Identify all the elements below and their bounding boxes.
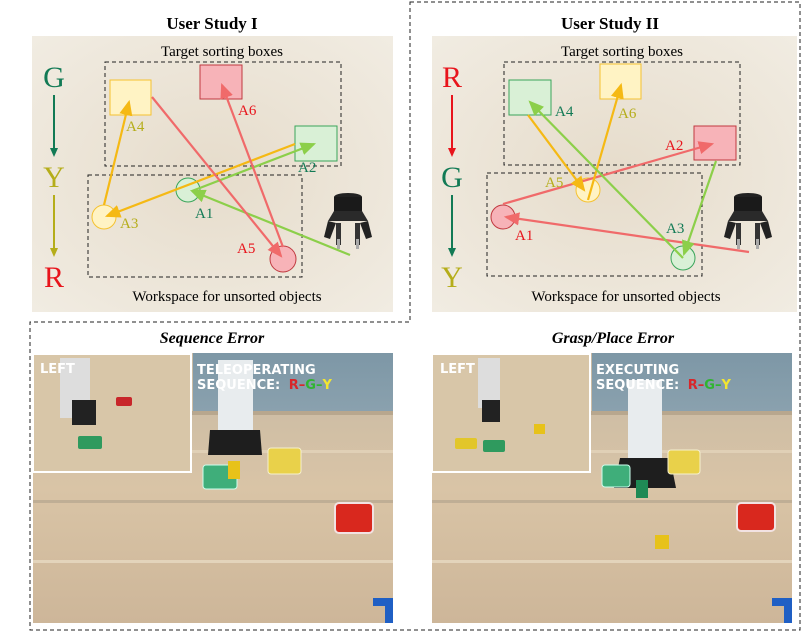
left-camera-inset (431, 353, 591, 473)
yellow-box (109, 79, 152, 116)
study2-bottom-label: Workspace for unsorted objects (531, 289, 720, 305)
left-camera-inset (32, 353, 192, 473)
green-bowl (601, 464, 631, 488)
study1-top-label: Target sorting boxes (161, 44, 283, 60)
study1-title: User Study I (166, 14, 258, 33)
green-box (508, 79, 552, 116)
label-a1: A1 (515, 228, 533, 244)
label-a5: A5 (237, 241, 255, 257)
seq-letter-y: Y (43, 161, 65, 194)
mode-text: TELEOPERATING (197, 363, 316, 378)
label-a4: A4 (126, 119, 145, 135)
robot-arm (628, 380, 662, 460)
inset-label: LEFT (440, 362, 475, 377)
sequence-text: SEQUENCE: R–G–Y (596, 378, 731, 393)
grasp-place-error-panel: Grasp/Place Error LEFT EXECUTING SEQUENC… (431, 330, 792, 623)
inset-label: LEFT (40, 362, 75, 377)
yellow-bowl (667, 449, 701, 475)
sequence-error-panel: Sequence Error LEFT TELEOPERATING SEQUEN… (32, 330, 393, 623)
study2-title: User Study II (561, 14, 659, 33)
red-object (269, 245, 297, 273)
label-a6: A6 (618, 106, 637, 122)
error2-title: Grasp/Place Error (552, 330, 675, 347)
study1-bottom-label: Workspace for unsorted objects (132, 289, 321, 305)
label-a1: A1 (195, 206, 213, 222)
yellow-bowl (267, 447, 302, 475)
sequence-text: SEQUENCE: R–G–Y (197, 378, 332, 393)
label-a4: A4 (555, 104, 574, 120)
user-study-2-panel: User Study II Target sorting boxes Works… (432, 14, 797, 312)
user-study-1-panel: User Study I Target sorting boxes Worksp… (32, 14, 393, 312)
label-a6: A6 (238, 103, 257, 119)
error1-title: Sequence Error (160, 330, 265, 347)
dashed-frame (29, 1, 801, 631)
label-a2: A2 (298, 160, 316, 176)
red-bowl (736, 502, 776, 532)
red-box (199, 64, 243, 100)
mode-text: EXECUTING (596, 363, 679, 378)
label-a5: A5 (545, 175, 563, 191)
seq-letter-g: G (441, 161, 463, 194)
seq-letter-r: R (44, 261, 64, 294)
label-a3: A3 (120, 216, 138, 232)
label-a2: A2 (665, 138, 683, 154)
study2-top-label: Target sorting boxes (561, 44, 683, 60)
red-box (693, 125, 737, 161)
red-bowl (334, 502, 374, 534)
seq-letter-r: R (442, 61, 462, 94)
robot-arm (218, 360, 253, 432)
label-a3: A3 (666, 221, 684, 237)
seq-letter-y: Y (441, 261, 463, 294)
yellow-object (91, 204, 117, 230)
green-box (294, 125, 338, 162)
seq-letter-g: G (43, 61, 65, 94)
yellow-box (599, 63, 642, 100)
